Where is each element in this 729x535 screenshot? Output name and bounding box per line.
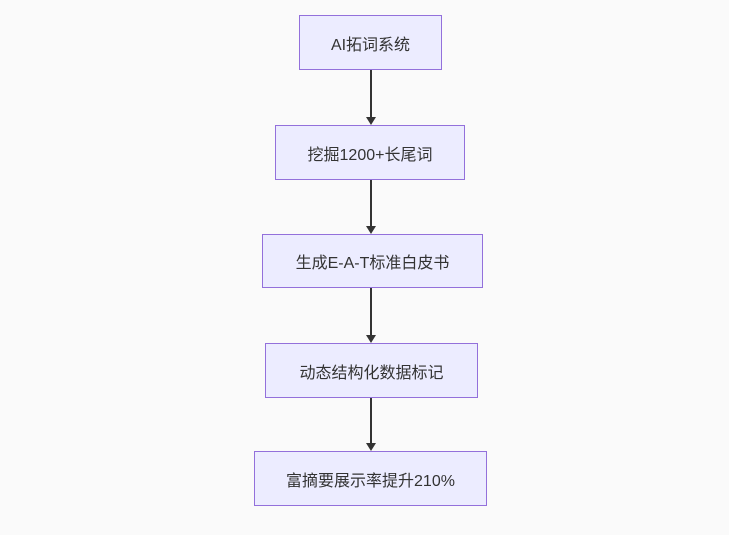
flow-node-structured-data-markup: 动态结构化数据标记: [265, 343, 478, 398]
arrow-head-icon: [366, 335, 376, 343]
arrow-line: [370, 70, 372, 117]
flow-node-ai-word-expansion: AI拓词系统: [299, 15, 442, 70]
flow-node-eat-whitepaper: 生成E-A-T标准白皮书: [262, 234, 483, 288]
flow-node-label: AI拓词系统: [330, 36, 411, 54]
flow-arrow-1: [365, 70, 377, 125]
flow-node-label: 挖掘1200+长尾词: [307, 146, 433, 164]
flow-node-label: 生成E-A-T标准白皮书: [295, 255, 450, 272]
arrow-line: [370, 180, 372, 226]
flow-node-label: 富摘要展示率提升210%: [286, 472, 455, 490]
flow-node-longtail-mining: 挖掘1200+长尾词: [275, 125, 465, 180]
flow-arrow-2: [365, 180, 377, 234]
flow-arrow-3: [365, 288, 377, 343]
flow-arrow-4: [365, 398, 377, 451]
arrow-head-icon: [366, 226, 376, 234]
arrow-line: [370, 398, 372, 443]
flow-node-rich-snippet-uplift: 富摘要展示率提升210%: [254, 451, 487, 506]
arrow-head-icon: [366, 443, 376, 451]
flow-node-label: 动态结构化数据标记: [299, 364, 444, 382]
arrow-head-icon: [366, 117, 376, 125]
arrow-line: [370, 288, 372, 335]
